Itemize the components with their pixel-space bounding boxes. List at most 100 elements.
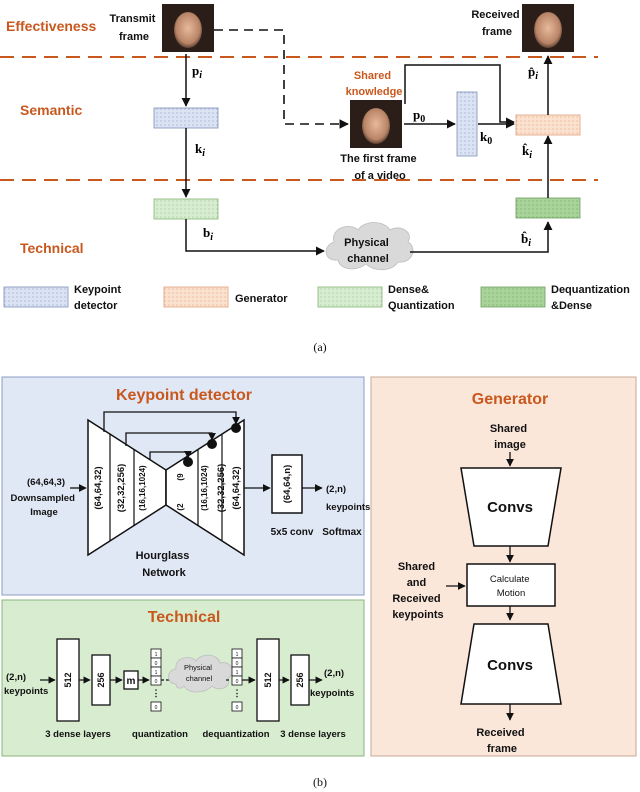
caption-dense2: 3 dense layers <box>280 729 346 740</box>
bit-column-quant: ⋮ 1 0 1 0 0 <box>150 648 162 712</box>
legend-label-dequant: Dequantization &Dense <box>551 284 633 312</box>
encoder-label-3: (16,16,1024) <box>138 465 147 511</box>
svg-text:m: m <box>127 676 136 687</box>
bit-column-dequant: ⋮ 1 0 1 0 0 <box>231 648 243 712</box>
received-frame-label: Received frame <box>471 9 522 38</box>
convs-encoder <box>460 467 562 547</box>
hourglass-label: Hourglass Network <box>136 550 193 579</box>
svg-text:Physical channel: Physical channel <box>184 663 214 683</box>
label-p0: p0 <box>413 107 425 125</box>
technical-panel: Technical (2,n) keypoints 512 256 m ⋮ <box>1 599 365 757</box>
generator-panel-title: Generator <box>472 391 548 408</box>
svg-text:1: 1 <box>155 652 158 658</box>
physical-channel-cloud-a: Physical channel <box>325 222 414 271</box>
plus-nodes: + + + <box>183 423 241 467</box>
kp-output: (2,n) keypoints <box>326 484 370 513</box>
keypoint-detector-box-a <box>153 107 219 129</box>
encoder-label-2: (32,32,256) <box>116 464 127 513</box>
input-dims: (64,64,3) <box>27 477 65 488</box>
tech-output: (2,n) keypoints <box>310 668 354 699</box>
label-k-hat-i: k̂i <box>522 143 532 161</box>
svg-text:⋮: ⋮ <box>233 688 242 698</box>
layer-effectiveness: Effectiveness <box>6 18 96 34</box>
svg-text:1: 1 <box>155 670 158 676</box>
legend-swatch-keypoint <box>3 286 69 308</box>
transmit-frame-image <box>162 4 214 52</box>
technical-panel-title: Technical <box>148 609 221 626</box>
arrow-b-i <box>185 219 325 256</box>
first-frame-image <box>350 100 402 148</box>
encoder-label-1: (64,64,32) <box>93 466 104 509</box>
svg-text:1: 1 <box>236 670 239 676</box>
svg-text:Calculate Motion: Calculate Motion <box>490 574 532 599</box>
shared-knowledge-label: Shared knowledge <box>346 70 403 98</box>
legend-swatch-dense <box>317 286 383 308</box>
svg-text:0: 0 <box>155 705 158 711</box>
calculate-motion-box <box>466 563 556 607</box>
hourglass-network-shape <box>87 418 245 557</box>
svg-text:Convs: Convs <box>487 657 533 674</box>
keypoints-in-label: Shared and Received keypoints <box>392 561 443 621</box>
mid-label-b: (2 <box>176 503 185 511</box>
svg-text:0: 0 <box>155 679 158 685</box>
received-frame-image <box>522 4 574 52</box>
received-frame-b: Received frame <box>476 727 527 755</box>
convs-decoder <box>460 623 562 705</box>
label-b-i: bi <box>203 225 213 243</box>
svg-text:+: + <box>234 424 239 433</box>
svg-text:1: 1 <box>236 652 239 658</box>
caption-dequant: dequantization <box>202 729 269 740</box>
svg-text:512: 512 <box>63 672 73 687</box>
decoder-label-2: (32,32,256) <box>216 464 227 513</box>
transmit-frame-label: Transmit frame <box>110 13 159 43</box>
legend-label-keypoint: Keypoint detector <box>74 284 124 312</box>
decoder-label-3: (64,64,32) <box>231 466 242 509</box>
dense-quantization-box-a <box>153 198 219 220</box>
caption-quant: quantization <box>132 729 188 740</box>
svg-text:256: 256 <box>295 672 305 687</box>
caption-a: (a) <box>313 340 326 354</box>
label-k0: k0 <box>480 129 492 147</box>
svg-text:0: 0 <box>236 705 239 711</box>
arrow-b-hat-i <box>410 221 553 253</box>
shared-frame-to-generator-path <box>404 64 515 127</box>
legend-label-dense: Dense& Quantization <box>388 284 455 312</box>
first-frame-label: The first frame of a video <box>340 153 419 182</box>
svg-text:0: 0 <box>155 661 158 667</box>
label-b-hat-i: b̂i <box>521 231 531 249</box>
layer-semantic: Semantic <box>20 102 82 118</box>
conv-caption: 5x5 conv <box>271 527 314 538</box>
generator-box-a <box>515 114 581 136</box>
generator-panel: Generator Shared image Convs Shared and … <box>370 376 637 757</box>
svg-text:⋮: ⋮ <box>152 688 161 698</box>
mid-label-a: (9 <box>176 473 185 481</box>
tech-input: (2,n) keypoints <box>4 672 48 697</box>
skip-connections <box>103 411 240 460</box>
keypoint-detector-vertical-a <box>456 91 478 157</box>
svg-text:512: 512 <box>263 672 273 687</box>
shared-frame-dashed-path <box>214 29 349 129</box>
svg-text:0: 0 <box>236 661 239 667</box>
svg-text:+: + <box>186 458 191 467</box>
keypoint-panel-title: Keypoint detector <box>116 387 252 404</box>
keypoint-detector-panel: Keypoint detector (64,64,3) Downsampled … <box>1 376 370 596</box>
svg-text:Physical channel: Physical channel <box>344 237 392 265</box>
legend: Keypoint detector Generator Dense& Quant… <box>3 284 633 312</box>
legend-swatch-generator <box>163 286 229 308</box>
svg-text:256: 256 <box>96 672 106 687</box>
dequantization-dense-box-a <box>515 197 581 219</box>
label-p-hat-i: p̂i <box>528 64 538 82</box>
caption-b: (b) <box>313 775 327 789</box>
shared-image-label: Shared image <box>490 423 530 451</box>
svg-text:Convs: Convs <box>487 499 533 516</box>
input-label: Downsampled Image <box>10 493 77 518</box>
legend-label-generator: Generator <box>235 293 288 305</box>
svg-text:+: + <box>210 440 215 449</box>
legend-swatch-dequant <box>480 286 546 308</box>
conv-dims: (64,64,n) <box>282 465 293 504</box>
part-b: Keypoint detector (64,64,3) Downsampled … <box>1 376 637 789</box>
softmax-label: Softmax <box>322 527 362 538</box>
layer-technical: Technical <box>20 240 84 256</box>
part-a: Effectiveness Semantic Technical Transmi… <box>0 4 633 354</box>
